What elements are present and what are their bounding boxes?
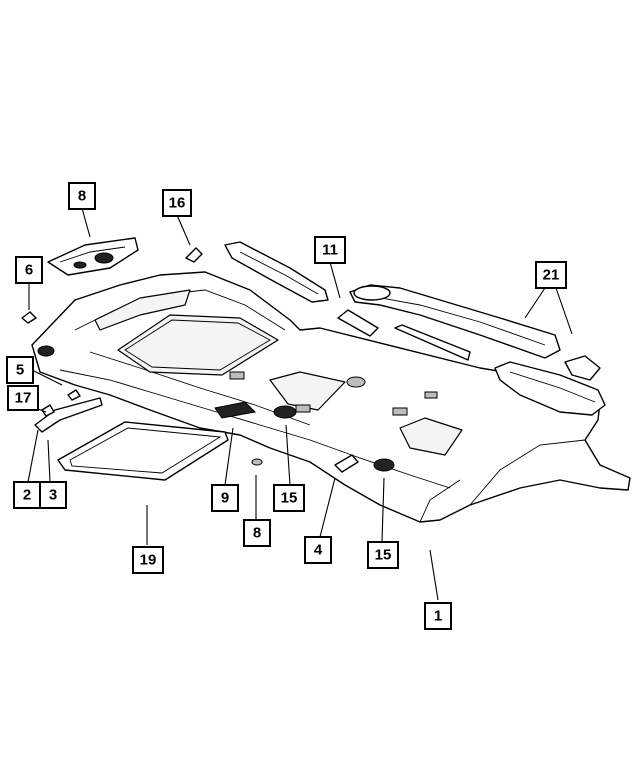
sunroof-shade <box>57 421 229 481</box>
callout-19: 19 <box>132 546 164 574</box>
svg-text:17: 17 <box>15 390 32 407</box>
svg-text:5: 5 <box>16 362 24 379</box>
callout-15a: 15 <box>273 484 305 512</box>
callout-17: 17 <box>7 385 39 411</box>
callout-5: 5 <box>6 356 34 384</box>
svg-text:11: 11 <box>322 242 338 259</box>
svg-text:6: 6 <box>25 262 33 279</box>
overhead-console <box>47 237 139 276</box>
callout-4: 4 <box>304 536 332 564</box>
callout-21: 21 <box>535 261 567 289</box>
callout-15b: 15 <box>367 541 399 569</box>
callout-6: 6 <box>15 256 43 284</box>
callout-2: 2 <box>13 481 41 509</box>
svg-text:21: 21 <box>543 267 560 284</box>
svg-text:1: 1 <box>434 608 442 625</box>
leader-lines <box>27 207 573 601</box>
svg-text:15: 15 <box>281 490 298 507</box>
svg-text:4: 4 <box>314 542 323 559</box>
pin-part <box>251 458 263 466</box>
retainer-part <box>21 311 37 324</box>
front-trim-strip <box>224 241 471 361</box>
callout-16: 16 <box>162 189 192 217</box>
headliner-panel <box>31 271 631 523</box>
callout-3: 3 <box>39 481 67 509</box>
callout-7: 8 <box>68 182 96 210</box>
svg-text:2: 2 <box>23 487 31 504</box>
callout-9: 9 <box>211 484 239 512</box>
visor-parts <box>34 389 103 433</box>
callout-8: 8 <box>243 519 271 547</box>
svg-text:8: 8 <box>78 188 86 205</box>
side-rail-trims <box>349 284 606 416</box>
svg-text:16: 16 <box>169 195 186 212</box>
clip-part <box>185 247 203 263</box>
svg-text:8: 8 <box>253 525 261 542</box>
svg-text:9: 9 <box>221 490 229 507</box>
callout-1: 1 <box>424 602 452 630</box>
svg-text:3: 3 <box>49 487 57 504</box>
svg-text:15: 15 <box>375 547 392 564</box>
callout-11: 11 <box>314 236 346 264</box>
svg-text:19: 19 <box>140 552 157 569</box>
